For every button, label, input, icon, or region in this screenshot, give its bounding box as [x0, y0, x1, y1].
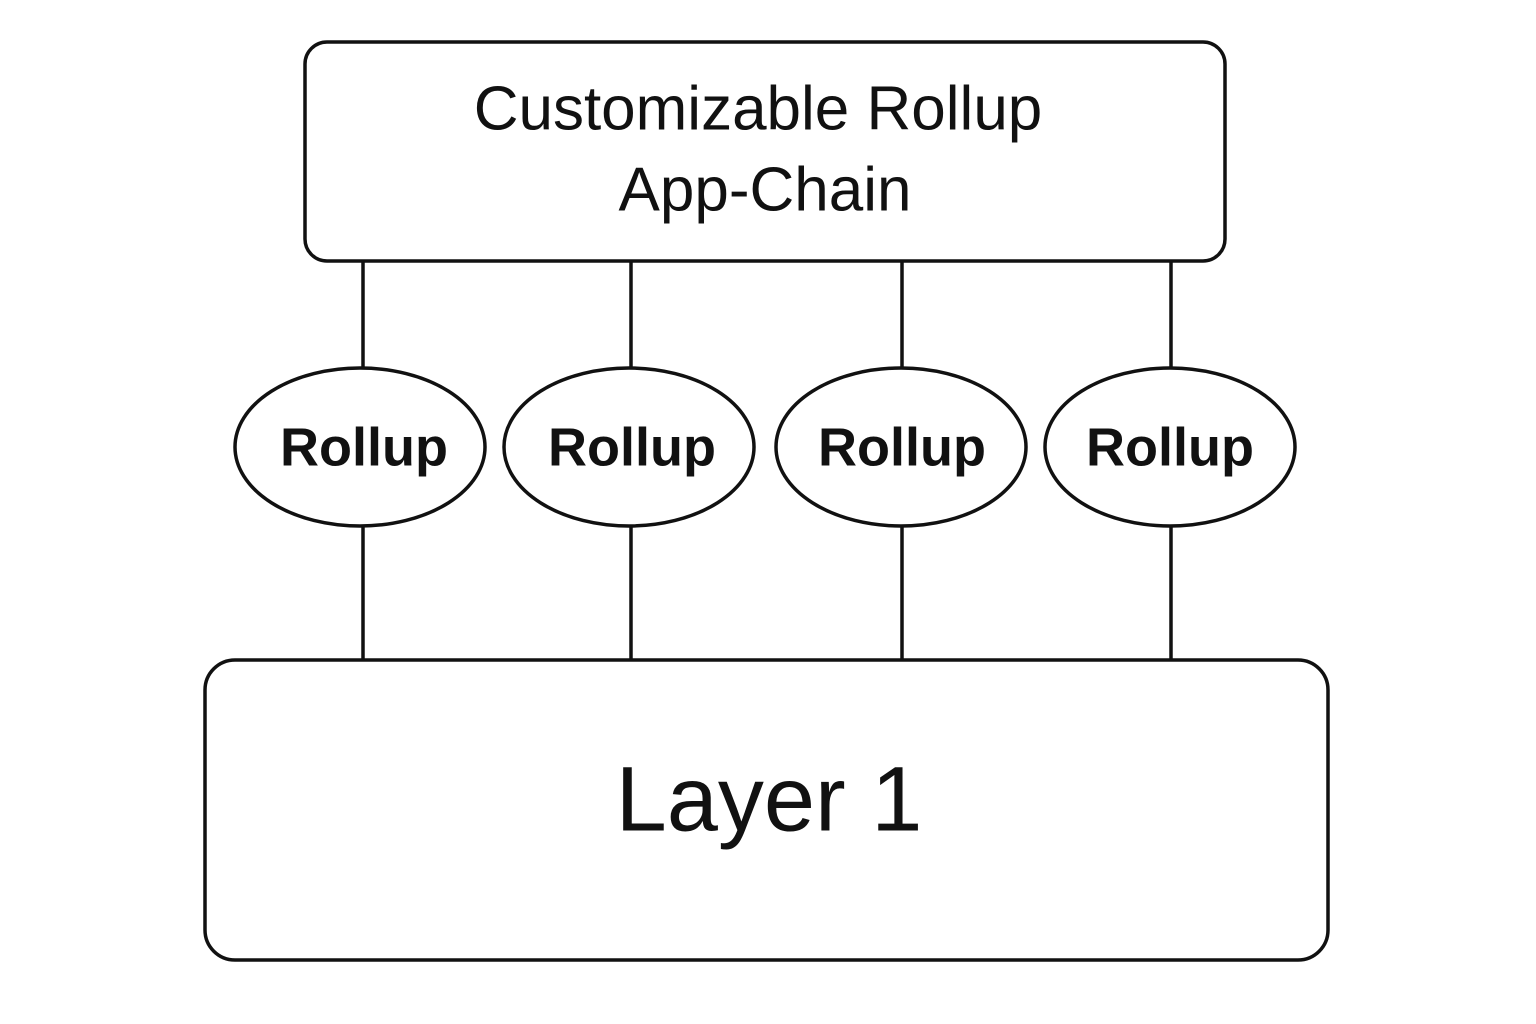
app-chain-block: Customizable Rollup App-Chain	[303, 40, 1227, 263]
rollup-node: Rollup	[502, 366, 756, 528]
app-chain-title-line-2: App-Chain	[619, 155, 912, 224]
app-chain-title-line-1: Customizable Rollup	[474, 74, 1043, 143]
layer-1-block: Layer 1	[203, 658, 1330, 962]
rollup-node: Rollup	[774, 366, 1028, 528]
rollup-node: Rollup	[233, 366, 487, 528]
rollup-label: Rollup	[280, 417, 448, 477]
rollup-label: Rollup	[548, 417, 716, 477]
rollup-label: Rollup	[1086, 417, 1254, 477]
rollup-label: Rollup	[818, 417, 986, 477]
layer-1-label: Layer 1	[616, 748, 923, 850]
rollup-node: Rollup	[1043, 366, 1297, 528]
